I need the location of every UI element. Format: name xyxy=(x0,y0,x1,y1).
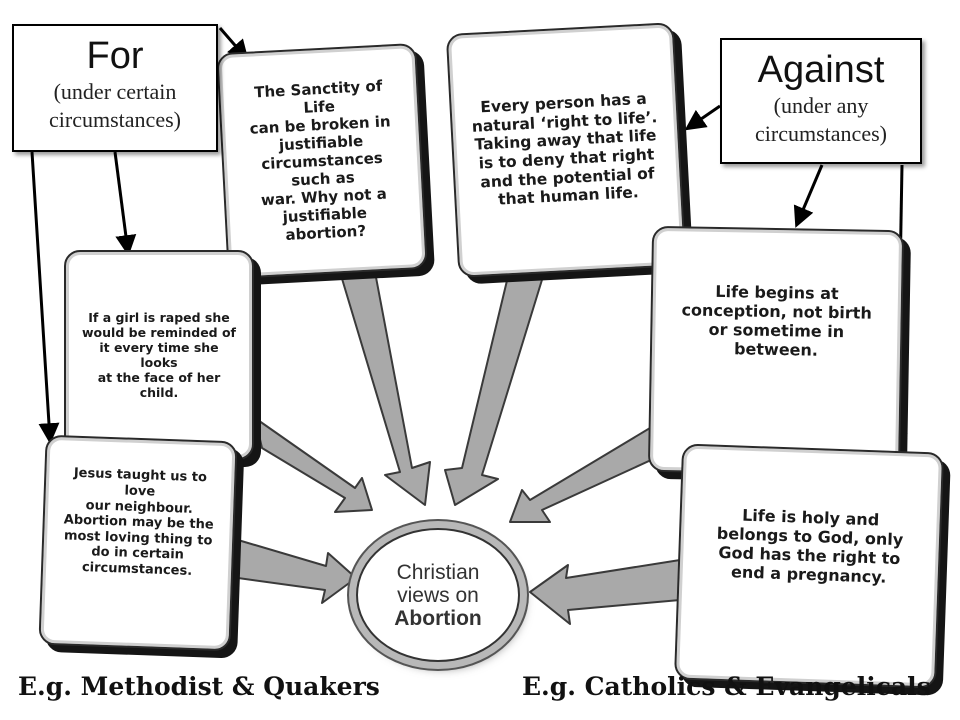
footer-left-example: E.g. Methodist & Quakers xyxy=(18,672,380,701)
for-label-box: For (under certain circumstances) xyxy=(12,24,218,152)
center-line: Abortion xyxy=(394,606,482,630)
against-label-subtitle: (under any xyxy=(773,93,869,118)
pointer-for-to-rape xyxy=(113,151,137,257)
center-line: views on xyxy=(397,583,479,607)
pointer-for-to-jesus xyxy=(30,151,60,445)
center-topic: Christian views on Abortion xyxy=(356,528,520,662)
arrow-from-holy xyxy=(529,559,681,625)
arrow-from-right-to-life xyxy=(444,267,546,506)
card-conception-line: between. xyxy=(733,339,819,360)
card-sanctity-of-life: The Sanctity of Life can be broken in ju… xyxy=(216,42,428,280)
pointer-against-to-conception xyxy=(793,164,824,228)
card-rape-line: If a girl is raped she xyxy=(88,310,230,325)
card-jesus: Jesus taught us to love our neighbour. A… xyxy=(38,434,238,652)
for-label-title: For xyxy=(86,35,144,77)
card-holy: Life is holy and belongs to God, only Go… xyxy=(673,443,945,689)
against-label-box: Against (under any circumstances) xyxy=(720,38,922,164)
for-label-subtitle: circumstances) xyxy=(49,107,181,132)
footer-right-example: E.g. Catholics & Evangelicals xyxy=(522,672,931,701)
card-conception: Life begins at conception, not birth or … xyxy=(647,225,905,477)
center-line: Christian xyxy=(396,560,480,584)
block-arrows xyxy=(237,267,681,625)
pointer-against-to-right-to-life xyxy=(684,104,721,131)
card-rape: If a girl is raped she would be reminded… xyxy=(64,250,254,460)
arrow-from-conception xyxy=(509,424,663,523)
arrow-from-jesus xyxy=(237,539,357,604)
arrow-from-sanctity xyxy=(339,271,431,506)
arrow-from-rape xyxy=(254,417,373,513)
card-rape-line: would be reminded of xyxy=(82,325,236,340)
for-label-subtitle: (under certain xyxy=(53,79,177,104)
card-rape-line: at the face of her child. xyxy=(97,370,221,400)
card-conception-line: or sometime in xyxy=(708,319,845,342)
against-label-subtitle: circumstances) xyxy=(755,121,887,146)
against-label-title: Against xyxy=(757,49,885,91)
card-rape-line: it every time she looks xyxy=(99,340,219,370)
card-right-to-life: Every person has a natural ‘right to lif… xyxy=(445,22,687,278)
